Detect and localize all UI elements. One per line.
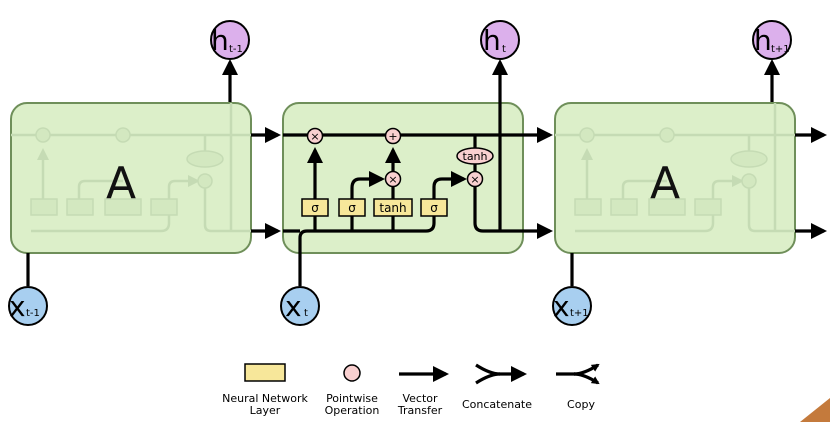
svg-text:h: h xyxy=(211,24,229,57)
tanh-op: tanh xyxy=(456,147,494,165)
svg-text:x: x xyxy=(9,290,26,323)
svg-text:t-1: t-1 xyxy=(229,44,243,55)
svg-text:h: h xyxy=(754,24,772,57)
svg-text:+: + xyxy=(388,130,397,143)
lstm-cell-next: A h t+1 x t+1 xyxy=(552,20,827,326)
input-gate-arrow xyxy=(350,171,385,231)
add-op: + xyxy=(384,127,402,145)
output-multiply-op: × xyxy=(466,170,484,188)
cell-label: A xyxy=(106,158,136,209)
svg-text:h: h xyxy=(483,24,501,57)
hidden-out-line xyxy=(473,186,553,239)
svg-text:tanh: tanh xyxy=(463,150,488,163)
forget-multiply-op: × xyxy=(306,127,324,145)
concat-input-line xyxy=(298,214,436,286)
corner-artifact xyxy=(800,398,830,422)
output-gate-layer: σ xyxy=(420,198,448,217)
svg-text:Vector: Vector xyxy=(402,392,438,405)
concatenate-icon xyxy=(475,363,527,385)
h-next-node: h t+1 xyxy=(752,20,792,60)
legend-item-vector-transfer: Vector Transfer xyxy=(397,366,449,417)
cell-label: A xyxy=(650,158,680,209)
svg-text:×: × xyxy=(310,130,319,143)
legend-item-copy: Copy xyxy=(556,363,600,411)
legend-item-nn-layer: Neural Network Layer xyxy=(222,363,308,417)
x-prev-node: x t-1 xyxy=(8,286,48,326)
svg-text:t: t xyxy=(304,308,308,319)
svg-text:tanh: tanh xyxy=(379,201,406,215)
output-gate-arrow xyxy=(432,171,467,199)
svg-text:Transfer: Transfer xyxy=(397,404,443,417)
svg-text:x: x xyxy=(285,290,302,323)
legend-item-concatenate: Concatenate xyxy=(462,363,532,411)
lstm-cell-prev: A h t-1 x t-1 xyxy=(8,20,281,326)
input-gate-layer: σ xyxy=(338,198,366,217)
x-current-node: x t xyxy=(280,286,320,326)
svg-text:Pointwise: Pointwise xyxy=(326,392,378,405)
legend-item-pointwise: Pointwise Operation xyxy=(325,364,380,417)
svg-text:Operation: Operation xyxy=(325,404,380,417)
lstm-cell-current: σ σ tanh σ × + × × xyxy=(280,20,553,326)
forget-gate-layer: σ xyxy=(301,198,329,217)
input-multiply-op: × xyxy=(384,170,402,188)
svg-text:t+1: t+1 xyxy=(570,308,589,319)
svg-text:Layer: Layer xyxy=(250,404,281,417)
svg-text:t-1: t-1 xyxy=(26,308,40,319)
svg-text:x: x xyxy=(553,290,570,323)
svg-text:Neural Network: Neural Network xyxy=(222,392,308,405)
svg-text:Copy: Copy xyxy=(567,398,595,411)
svg-text:σ: σ xyxy=(311,201,319,215)
legend: Neural Network Layer Pointwise Operation… xyxy=(222,363,600,417)
svg-text:×: × xyxy=(388,173,397,186)
candidate-layer: tanh xyxy=(373,198,413,217)
svg-text:×: × xyxy=(470,173,479,186)
svg-text:σ: σ xyxy=(348,201,356,215)
h-current-node: h t xyxy=(480,20,520,60)
svg-text:Concatenate: Concatenate xyxy=(462,398,532,411)
h-prev-node: h t-1 xyxy=(210,20,250,60)
svg-text:σ: σ xyxy=(430,201,438,215)
x-next-node: x t+1 xyxy=(552,286,592,326)
copy-icon xyxy=(556,363,600,385)
pointwise-operation-icon xyxy=(343,364,361,382)
neural-network-layer-icon xyxy=(244,363,286,382)
svg-text:t: t xyxy=(502,44,506,55)
svg-text:t+1: t+1 xyxy=(771,44,790,55)
